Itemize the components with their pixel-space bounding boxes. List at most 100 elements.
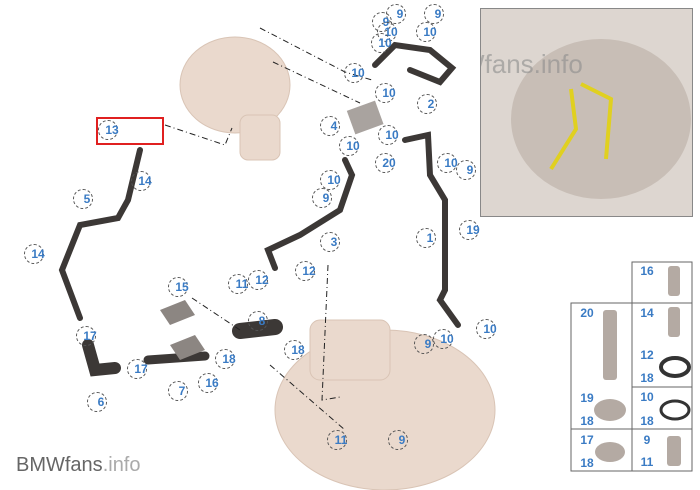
pipe-2 [372, 41, 457, 86]
callout-10[interactable]: 10 [483, 322, 497, 336]
callout-ring [378, 125, 398, 145]
watermark-brand: BMWfans [16, 454, 103, 476]
parts-table-hardware [594, 266, 691, 466]
inset-watermark: BMWfans.info [481, 49, 583, 79]
pipe-7 [143, 351, 210, 365]
watermark: BMWfans.info [16, 454, 141, 477]
callout-2[interactable]: 2 [427, 97, 435, 111]
table-label-18[interactable]: 18 [640, 414, 654, 428]
callout-17[interactable]: 17 [83, 329, 97, 343]
callout-ring [344, 63, 364, 83]
flange-7 [170, 335, 205, 360]
callout-6[interactable]: 6 [97, 395, 105, 409]
callout-10[interactable]: 10 [351, 66, 365, 80]
turbocharger-upper [179, 36, 291, 161]
callout-ring [327, 430, 347, 450]
engine-location-inset: BMWfans.info [480, 8, 693, 217]
callout-9[interactable]: 9 [322, 191, 330, 205]
callout-ring [320, 116, 340, 136]
parts-table-grid [570, 261, 693, 472]
callout-16[interactable]: 16 [205, 376, 219, 390]
callout-13[interactable]: 13 [105, 123, 119, 137]
callout-ring [375, 153, 395, 173]
callout-10[interactable]: 10 [346, 139, 360, 153]
callout-12[interactable]: 12 [255, 273, 269, 287]
callout-19[interactable]: 19 [466, 223, 480, 237]
callout-9[interactable]: 9 [396, 7, 404, 21]
table-label-16[interactable]: 16 [640, 264, 654, 278]
callout-ring [198, 373, 218, 393]
callout-14[interactable]: 14 [31, 247, 45, 261]
callout-10[interactable]: 10 [444, 156, 458, 170]
table-label-18[interactable]: 18 [640, 371, 654, 385]
callout-10[interactable]: 10 [382, 86, 396, 100]
callout-ring [215, 349, 235, 369]
table-label-10[interactable]: 10 [640, 390, 654, 404]
table-label-20[interactable]: 20 [580, 306, 594, 320]
callout-17[interactable]: 17 [134, 362, 148, 376]
callout-9[interactable]: 9 [424, 337, 432, 351]
table-label-9[interactable]: 9 [643, 433, 651, 447]
table-label-19[interactable]: 19 [580, 391, 594, 405]
callout-ring [476, 319, 496, 339]
callout-12[interactable]: 12 [302, 264, 316, 278]
table-label-18[interactable]: 18 [580, 414, 594, 428]
callout-ring [127, 359, 147, 379]
gasket-15 [160, 300, 195, 325]
callout-ring [433, 329, 453, 349]
hose-6 [82, 339, 121, 377]
callout-ring [168, 277, 188, 297]
callout-3[interactable]: 3 [330, 235, 338, 249]
callout-8[interactable]: 8 [258, 314, 266, 328]
callout-10[interactable]: 10 [440, 332, 454, 346]
callout-1[interactable]: 1 [426, 231, 434, 245]
callout-ring [459, 220, 479, 240]
table-label-11[interactable]: 11 [640, 455, 654, 469]
callout-ring [416, 22, 436, 42]
callout-ring [248, 270, 268, 290]
callout-15[interactable]: 15 [175, 280, 189, 294]
table-label-17[interactable]: 17 [580, 433, 594, 447]
bracket-4 [346, 100, 384, 135]
callout-ring [284, 340, 304, 360]
callout-ring [388, 430, 408, 450]
callout-ring [375, 83, 395, 103]
callout-11[interactable]: 11 [334, 433, 348, 447]
callout-ring [98, 120, 118, 140]
turbocharger-lower [274, 319, 496, 490]
callout-ring [248, 311, 268, 331]
callout-ring [320, 170, 340, 190]
callout-10[interactable]: 10 [378, 36, 392, 50]
callout-14[interactable]: 14 [138, 174, 152, 188]
callout-20[interactable]: 20 [382, 156, 396, 170]
callout-18[interactable]: 18 [222, 352, 236, 366]
pipe-3 [264, 157, 356, 271]
callout-9[interactable]: 9 [398, 433, 406, 447]
callout-9[interactable]: 9 [434, 7, 442, 21]
callout-11[interactable]: 11 [235, 277, 249, 291]
table-label-12[interactable]: 12 [640, 348, 654, 362]
callout-ring [312, 188, 332, 208]
callout-ring [131, 171, 151, 191]
callout-7[interactable]: 7 [178, 384, 186, 398]
table-label-18[interactable]: 18 [580, 456, 594, 470]
callout-5[interactable]: 5 [83, 192, 91, 206]
callout-ring [228, 274, 248, 294]
callout-10[interactable]: 10 [327, 173, 341, 187]
table-label-14[interactable]: 14 [640, 306, 654, 320]
callout-18[interactable]: 18 [291, 343, 305, 357]
callout-4[interactable]: 4 [330, 119, 338, 133]
callout-ring [416, 228, 436, 248]
callout-ring [437, 153, 457, 173]
callout-ring [87, 392, 107, 412]
pipe-5 [58, 147, 143, 321]
callout-10[interactable]: 10 [423, 25, 437, 39]
callout-ring [24, 244, 44, 264]
callout-10[interactable]: 10 [385, 128, 399, 142]
callout-ring [73, 189, 93, 209]
callout-ring [371, 33, 391, 53]
selected-part-13-highlight[interactable] [96, 117, 164, 145]
callout-ring [339, 136, 359, 156]
callout-9[interactable]: 9 [466, 163, 474, 177]
